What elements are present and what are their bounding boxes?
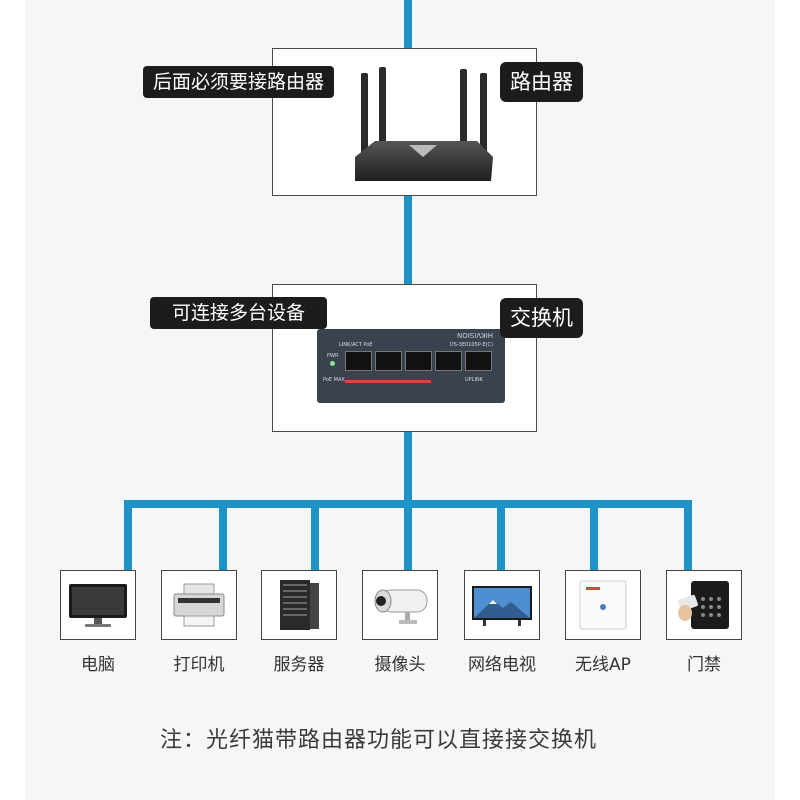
router-callout: 后面必须要接路由器 — [143, 66, 335, 98]
switch-brand: HIKVISION — [456, 331, 493, 339]
switch-poe-max-label: PoE MAX — [323, 377, 345, 383]
switch-uplink-label: UPLINK — [465, 377, 483, 383]
router-label: 路由器 — [500, 62, 583, 102]
monitor-icon — [69, 584, 127, 627]
ethernet-port — [345, 351, 372, 371]
device-tv — [464, 570, 540, 640]
camera-icon — [374, 589, 428, 624]
switch-to-bus-line — [404, 432, 412, 504]
drop-line — [684, 500, 692, 570]
power-led — [330, 361, 335, 366]
device-label: 电脑 — [81, 655, 115, 675]
device-computer — [60, 570, 136, 640]
device-label: 无线AP — [575, 655, 631, 675]
device-camera — [362, 570, 438, 640]
uplink-line-top — [404, 0, 412, 48]
device-access-control — [666, 570, 742, 640]
access-control-icon — [678, 581, 729, 629]
drop-line — [124, 500, 132, 570]
switch-pwr-label: PWR — [327, 353, 339, 359]
device-label: 打印机 — [173, 655, 225, 675]
tv-icon — [472, 586, 532, 626]
device-access-point — [565, 570, 641, 640]
device-label: 门禁 — [687, 655, 721, 675]
switch-device: HIKVISION LINK/ACT PoE DS-3E0105P-E(C) P… — [317, 329, 505, 403]
drop-line — [497, 500, 505, 570]
switch-callout: 可连接多台设备 — [150, 297, 328, 329]
drop-line — [590, 500, 598, 570]
switch-box: HIKVISION LINK/ACT PoE DS-3E0105P-E(C) P… — [272, 284, 537, 432]
ethernet-port — [435, 351, 462, 371]
switch-model: DS-3E0105P-E(C) — [449, 342, 493, 348]
switch-label: 交换机 — [500, 298, 583, 338]
device-label: 网络电视 — [468, 655, 536, 675]
switch-port-header: LINK/ACT PoE — [339, 342, 373, 348]
router-icon — [355, 67, 493, 181]
router-box — [272, 48, 537, 196]
access-point-icon — [579, 580, 627, 630]
printer-icon — [173, 583, 225, 627]
uplink-port — [465, 351, 492, 371]
router-to-switch-line — [404, 196, 412, 284]
server-icon — [280, 580, 319, 630]
device-label: 摄像头 — [374, 655, 426, 675]
poe-strip — [345, 380, 431, 383]
ethernet-port — [375, 351, 402, 371]
ethernet-port — [405, 351, 432, 371]
footnote: 注：光纤猫带路由器功能可以直接接交换机 — [160, 728, 598, 753]
drop-line — [404, 500, 412, 570]
device-server — [261, 570, 337, 640]
device-printer — [161, 570, 237, 640]
drop-line — [311, 500, 319, 570]
drop-line — [219, 500, 227, 570]
device-label: 服务器 — [273, 655, 325, 675]
